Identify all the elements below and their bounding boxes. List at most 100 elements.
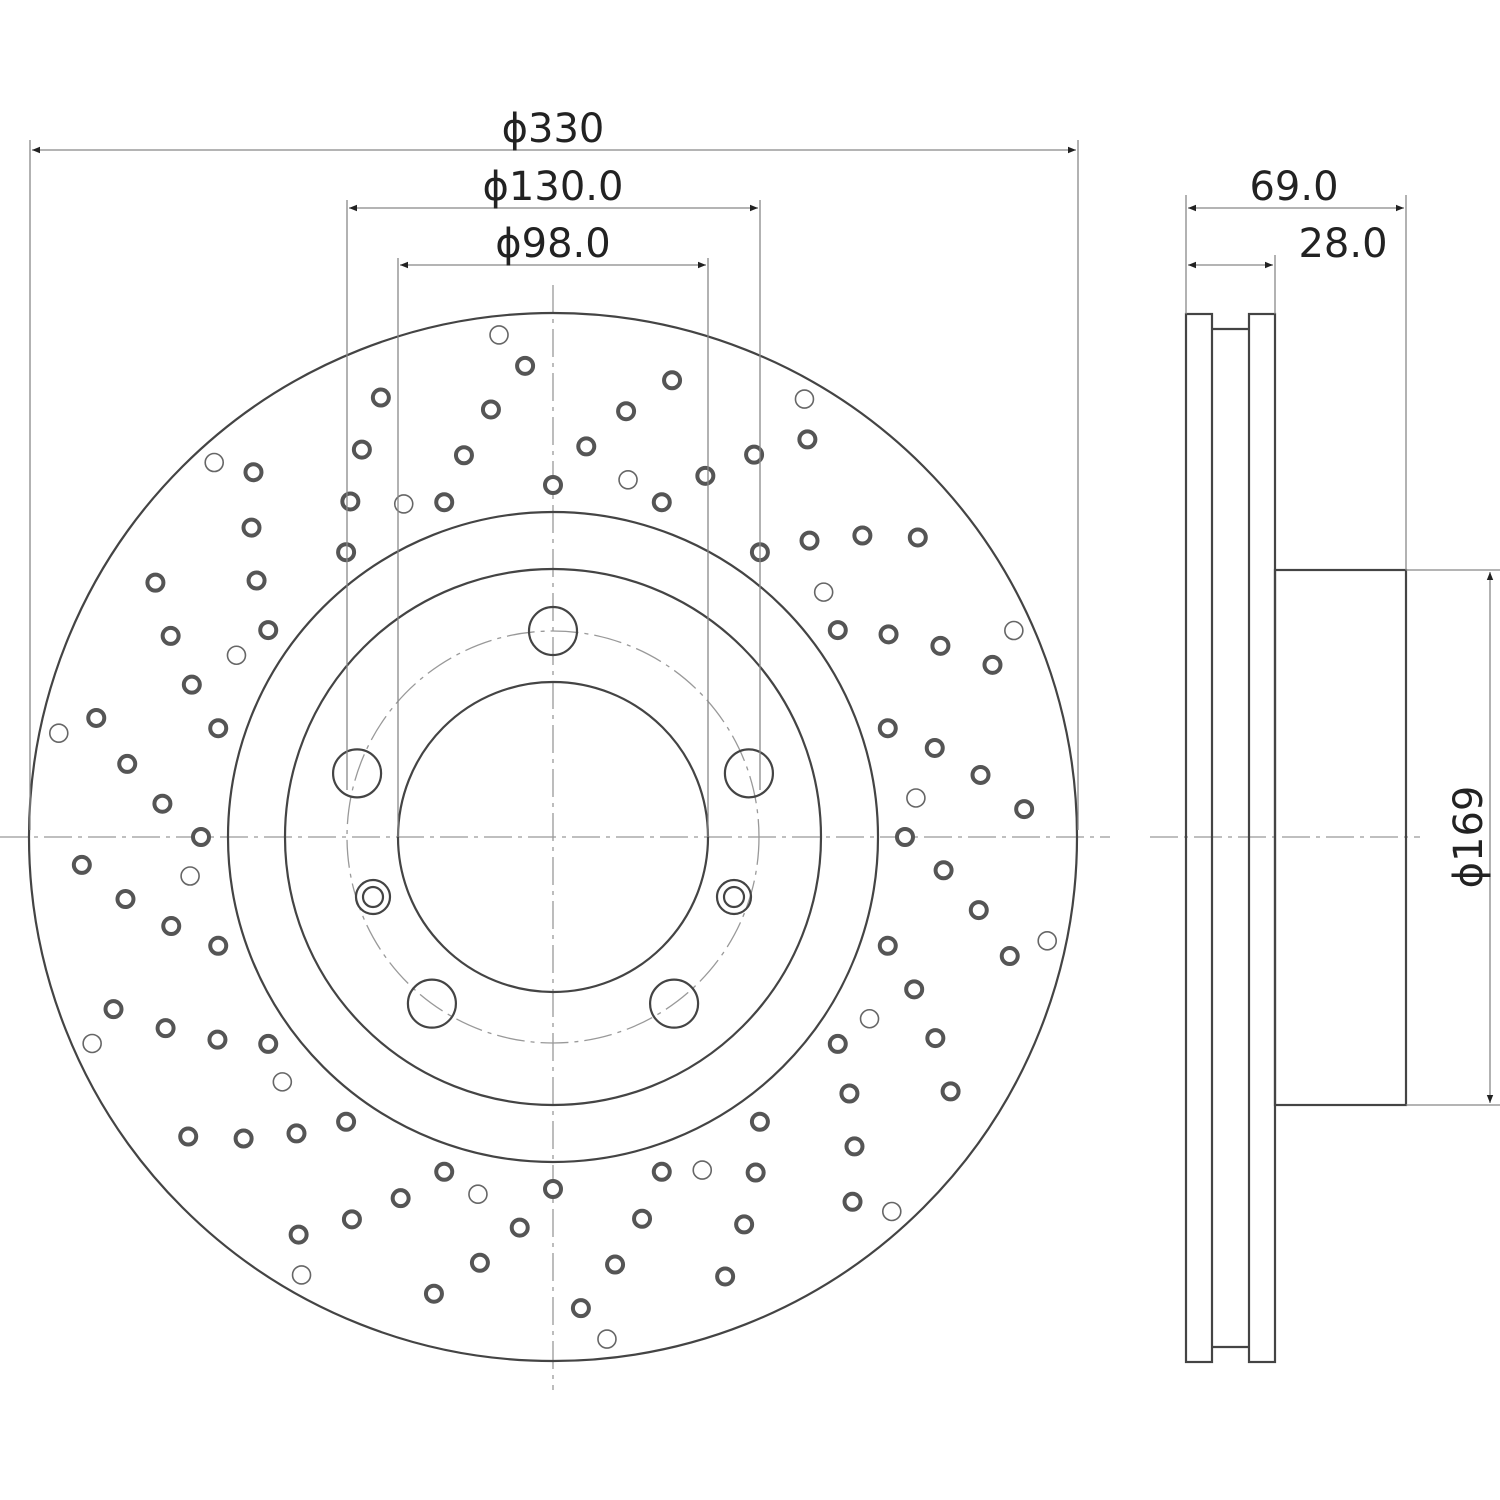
- drilled-hole: [852, 525, 873, 546]
- drilled-hole: [904, 979, 925, 1000]
- bolt-hole: [648, 978, 700, 1029]
- drilled-hole: [745, 1162, 766, 1183]
- open-hole: [272, 1072, 293, 1092]
- drilled-hole: [341, 1209, 362, 1230]
- drilled-hole: [71, 854, 92, 875]
- outer-diameter-label: ϕ330: [502, 106, 605, 152]
- drilled-hole: [288, 1224, 309, 1245]
- open-hole: [618, 469, 638, 490]
- drilled-hole: [605, 1254, 626, 1275]
- drilled-hole: [434, 492, 455, 513]
- drilled-hole: [469, 1252, 490, 1273]
- drilled-hole: [715, 1266, 736, 1287]
- drilled-hole: [907, 527, 928, 548]
- drilled-hole: [940, 1081, 961, 1102]
- drilled-hole: [1014, 799, 1035, 820]
- drilled-hole: [933, 860, 954, 881]
- open-hole: [859, 1008, 880, 1029]
- drilled-hole: [924, 737, 945, 758]
- bolt-hole: [723, 748, 775, 799]
- drilled-hole: [246, 570, 267, 591]
- open-hole: [226, 645, 247, 666]
- drilled-hole: [145, 572, 166, 593]
- side-view: [1150, 312, 1420, 1364]
- drilled-hole: [241, 517, 262, 538]
- drilled-hole: [734, 1214, 755, 1235]
- drilled-hole: [895, 827, 915, 847]
- open-hole: [692, 1160, 713, 1180]
- drilled-holes: [48, 325, 1058, 1349]
- drilled-hole: [509, 1217, 530, 1238]
- drilled-hole: [878, 624, 899, 645]
- drilled-hole: [351, 439, 372, 460]
- drilled-hole: [340, 491, 361, 512]
- drilled-hole: [925, 1028, 946, 1049]
- drilled-hole: [207, 1029, 228, 1050]
- drilled-hole: [616, 401, 637, 422]
- front-view: [0, 285, 1110, 1390]
- drilled-hole: [434, 1161, 455, 1182]
- drilled-hole: [570, 1298, 591, 1319]
- center-bore-label: ϕ98.0: [495, 221, 610, 267]
- drilled-hole: [115, 889, 136, 910]
- open-hole: [393, 494, 414, 514]
- drilled-hole: [191, 827, 211, 847]
- locating-hole: [715, 878, 753, 916]
- drilled-hole: [797, 429, 818, 450]
- drilled-hole: [86, 707, 107, 728]
- drilled-hole: [576, 436, 597, 457]
- drilled-hole: [651, 1161, 672, 1182]
- friction-ring-inner-edge: [226, 510, 880, 1164]
- drilled-hole: [286, 1123, 307, 1144]
- drilled-hole: [632, 1208, 653, 1229]
- drilled-hole: [258, 620, 279, 641]
- drilled-hole: [390, 1188, 411, 1209]
- drilled-hole: [208, 718, 229, 739]
- open-hole: [813, 582, 834, 602]
- open-hole: [906, 788, 926, 808]
- locating-hole-inner: [722, 885, 746, 909]
- open-hole: [180, 866, 200, 886]
- drilled-hole: [827, 1033, 848, 1054]
- drilled-hole: [999, 946, 1020, 967]
- drilled-hole: [117, 753, 138, 774]
- drilled-hole: [208, 935, 229, 956]
- drilled-hole: [651, 492, 672, 513]
- drilled-hole: [515, 355, 536, 376]
- drilled-hole: [839, 1083, 860, 1104]
- open-hole: [204, 452, 225, 473]
- drilled-hole: [258, 1033, 279, 1054]
- drilled-hole: [181, 674, 202, 695]
- open-hole: [468, 1184, 488, 1205]
- drilled-hole: [161, 916, 182, 937]
- bolt-circle: [346, 630, 760, 1044]
- bolt-holes: [331, 605, 775, 1029]
- bolt-circle-label: ϕ130.0: [483, 164, 624, 210]
- bolt-hole: [527, 605, 579, 657]
- dimensions: ϕ330 ϕ130.0 ϕ98.0 69.0 28.0 ϕ169: [29, 106, 1500, 1106]
- open-hole: [1037, 931, 1058, 951]
- drilled-hole: [799, 530, 820, 551]
- open-hole: [291, 1265, 312, 1285]
- open-hole: [48, 723, 69, 743]
- drilled-hole: [336, 1111, 357, 1132]
- drilled-hole: [480, 399, 501, 420]
- outer-friction-plate: [1184, 312, 1214, 1364]
- drilled-hole: [453, 445, 474, 466]
- drilled-hole: [842, 1191, 863, 1212]
- drilled-hole: [543, 1179, 563, 1199]
- locating-hole-inner: [361, 885, 385, 909]
- drilled-hole: [877, 718, 898, 739]
- drilled-hole: [243, 462, 264, 483]
- drilled-hole: [930, 635, 951, 656]
- drilled-hole: [968, 900, 989, 921]
- open-hole: [881, 1201, 902, 1222]
- open-hole: [489, 325, 509, 345]
- drilled-hole: [970, 764, 991, 785]
- hat-diameter-label: ϕ169: [1446, 786, 1492, 889]
- open-hole: [597, 1329, 617, 1349]
- drilled-hole: [877, 935, 898, 956]
- drilled-hole: [827, 620, 848, 641]
- open-hole: [1004, 620, 1024, 641]
